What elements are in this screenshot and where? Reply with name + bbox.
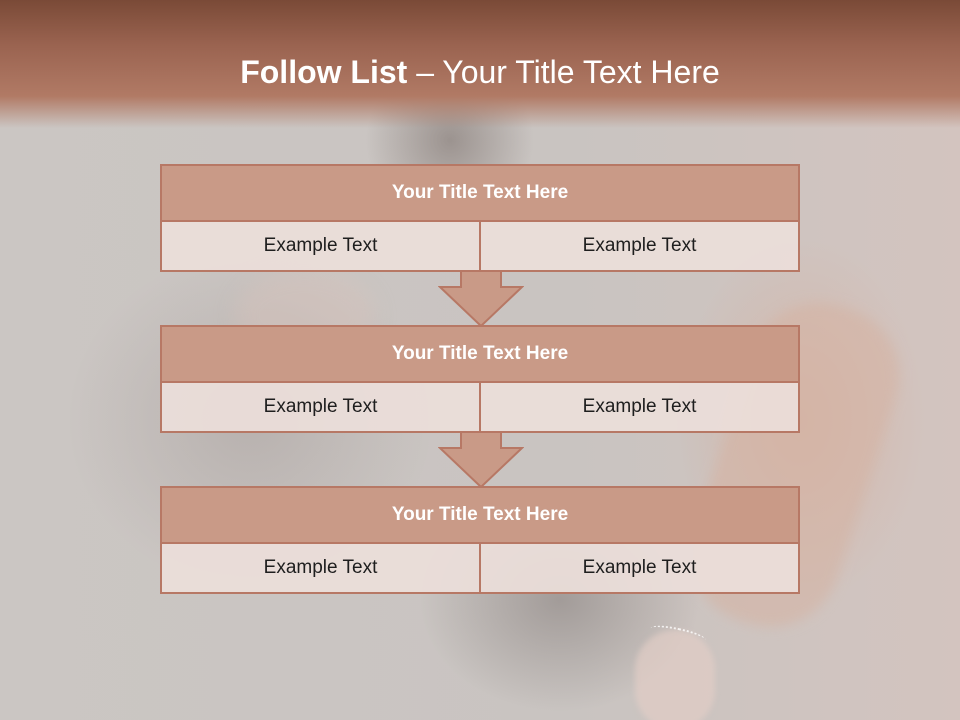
step-cell-right: Example Text (479, 222, 798, 270)
step-box-3: Your Title Text Here Example Text Exampl… (160, 486, 800, 594)
step-title: Your Title Text Here (162, 166, 798, 222)
step-title: Your Title Text Here (162, 488, 798, 544)
down-arrow-1 (438, 270, 524, 328)
step-cell-right: Example Text (479, 544, 798, 592)
step-cell-left: Example Text (263, 557, 378, 578)
slide-title-rest: – Your Title Text Here (407, 54, 720, 90)
step-row: Example Text Example Text (162, 383, 798, 431)
step-cell-left: Example Text (263, 396, 378, 417)
step-box-2: Your Title Text Here Example Text Exampl… (160, 325, 800, 433)
step-box-1: Your Title Text Here Example Text Exampl… (160, 164, 800, 272)
step-row: Example Text Example Text (162, 222, 798, 270)
background-figure-hand (635, 630, 715, 720)
step-row: Example Text Example Text (162, 544, 798, 592)
step-title: Your Title Text Here (162, 327, 798, 383)
step-cell-left: Example Text (263, 235, 378, 256)
slide-title: Follow List – Your Title Text Here (0, 54, 960, 91)
slide-title-bold: Follow List (240, 54, 408, 90)
step-cell-right: Example Text (479, 383, 798, 431)
down-arrow-2 (438, 431, 524, 489)
title-banner: Follow List – Your Title Text Here (0, 0, 960, 128)
